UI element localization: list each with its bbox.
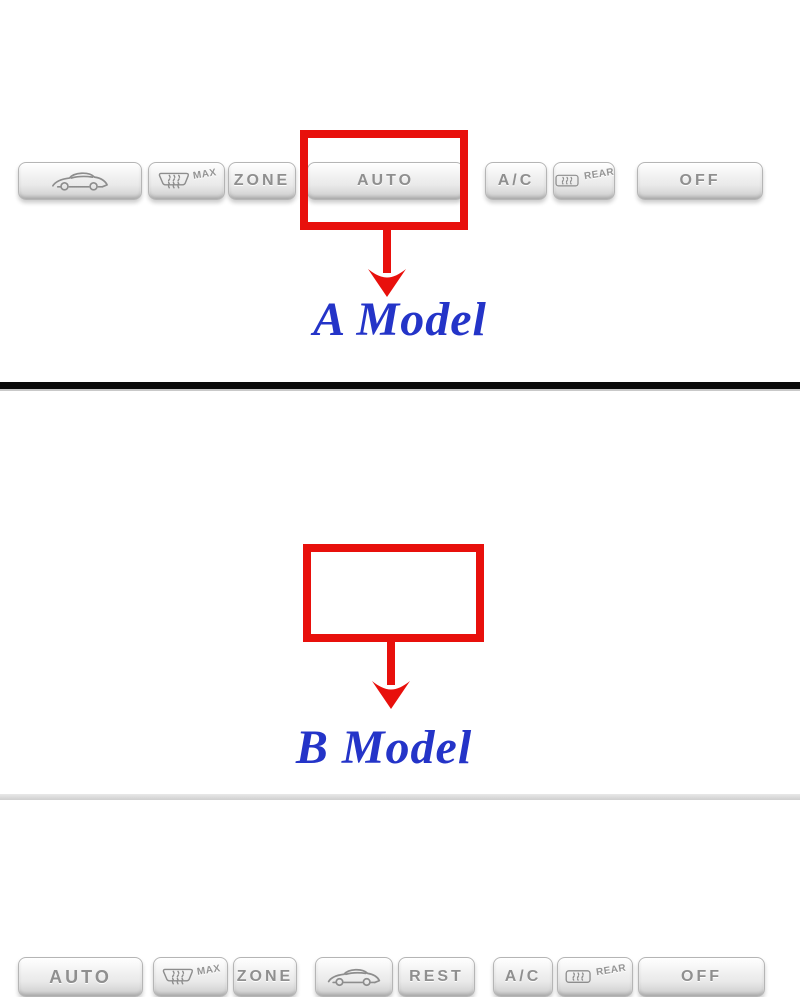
- zone-button: ZONE: [228, 162, 296, 200]
- off-label: OFF: [679, 172, 721, 189]
- windshield-defrost-icon: [162, 968, 193, 985]
- off-button: OFF: [637, 162, 763, 200]
- model-a-label: A Model: [313, 293, 487, 346]
- max-label: MAX: [191, 166, 218, 182]
- off-button-b: OFF: [638, 957, 765, 997]
- ac-label: A/C: [497, 172, 535, 189]
- down-arrow-a: [368, 226, 406, 297]
- max-label-b: MAX: [195, 962, 222, 978]
- model-b-label: B Model: [295, 721, 473, 774]
- photo-bottom-edge: [0, 794, 800, 800]
- ac-button-b: A/C: [493, 957, 553, 997]
- rear-defrost-button: REAR: [553, 162, 615, 200]
- zone-button-b: ZONE: [233, 957, 297, 997]
- auto-button: AUTO: [307, 162, 464, 200]
- rear-defrost-icon: [555, 174, 579, 187]
- rear-defrost-button-b: REAR: [557, 957, 633, 997]
- divider-shadow: [0, 389, 800, 391]
- auto-label-b: AUTO: [49, 966, 112, 987]
- zone-label: ZONE: [233, 172, 291, 189]
- defrost-max-button-b: MAX: [153, 957, 228, 997]
- car-button-b: [315, 957, 393, 997]
- zone-label-b: ZONE: [236, 968, 294, 985]
- windshield-defrost-icon: [158, 172, 189, 189]
- divider-bar: [0, 382, 800, 389]
- car-icon: [327, 968, 381, 987]
- ac-label-b: A/C: [504, 968, 542, 985]
- rear-defrost-icon: [565, 970, 591, 983]
- car-icon: [52, 172, 108, 191]
- ac-button: A/C: [485, 162, 547, 200]
- auto-button-b: AUTO: [18, 957, 143, 997]
- auto-label: AUTO: [356, 172, 415, 189]
- off-label-b: OFF: [681, 968, 722, 985]
- rest-label: REST: [409, 968, 464, 985]
- defrost-max-button: MAX: [148, 162, 225, 200]
- car-button: [18, 162, 142, 200]
- panel-a: MAX ZONE AUTO A/C REAR OFF A Model: [0, 0, 800, 382]
- rest-button: REST: [398, 957, 475, 997]
- rear-label: REAR: [582, 166, 615, 182]
- rear-label-b: REAR: [595, 962, 627, 978]
